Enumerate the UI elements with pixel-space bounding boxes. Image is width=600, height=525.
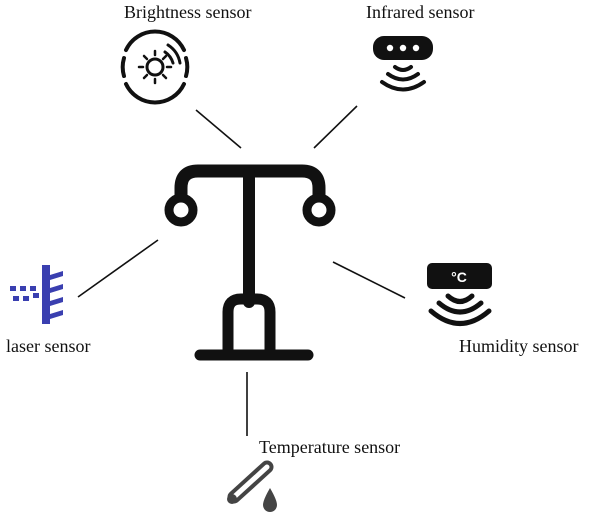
- infrared-sensor-label: Infrared sensor: [366, 2, 475, 22]
- connector-lines: [77, 105, 406, 436]
- thermometer-drop-icon: [227, 460, 277, 512]
- humidity-sensor-label: Humidity sensor: [459, 336, 579, 356]
- humidity-sensor-icon: °C: [427, 263, 492, 326]
- connector-infrared: [313, 105, 358, 149]
- connector-humidity: [332, 261, 406, 299]
- light-sensor-icon: [120, 29, 190, 105]
- connector-brightness: [195, 109, 242, 149]
- laser-sensor-icon: [10, 265, 63, 324]
- celsius-label: °C: [451, 269, 467, 285]
- connector-laser: [77, 239, 159, 298]
- street-lamp-icon: [164, 164, 336, 361]
- temperature-sensor-label: Temperature sensor: [259, 437, 401, 457]
- laser-sensor-label: laser sensor: [6, 336, 91, 356]
- infrared-sensor-icon: [373, 36, 433, 92]
- brightness-sensor-label: Brightness sensor: [124, 2, 252, 22]
